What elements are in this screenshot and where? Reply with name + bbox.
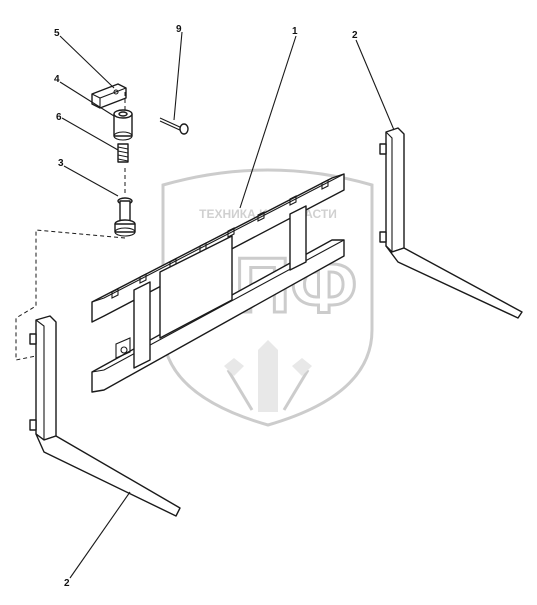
fork-left-hook-lower — [29, 419, 37, 431]
callout-9: 9 — [176, 24, 182, 35]
fork-left-hook-upper — [29, 333, 37, 345]
fork-right-shank — [385, 127, 405, 253]
assembly-dashed-line — [15, 168, 126, 361]
fork-right-blade — [385, 245, 523, 319]
fork-right — [379, 127, 523, 319]
watermark-shield — [161, 168, 374, 427]
fork-left-blade — [35, 433, 181, 517]
fork-left-shank — [35, 315, 57, 441]
callout-4: 4 — [54, 74, 60, 85]
carriage-upper-bar-notches — [111, 179, 329, 299]
carriage-right-upright — [289, 205, 307, 271]
callout-5: 5 — [54, 28, 60, 39]
lock-pin — [114, 197, 136, 237]
callout-1: 1 — [292, 26, 298, 37]
callout-3: 3 — [58, 158, 64, 169]
carriage-left-upright — [133, 281, 151, 369]
watermark-wheat-emblem — [224, 340, 312, 412]
fork-right-hook-upper — [379, 143, 387, 155]
locking-assembly — [15, 83, 189, 361]
leader-lines — [59, 31, 395, 579]
callout-6: 6 — [56, 112, 62, 123]
callout-2-top: 2 — [352, 30, 358, 41]
fork-left — [29, 315, 181, 517]
spring — [117, 143, 129, 163]
callout-labels: 1 2 2 3 4 5 6 9 — [54, 24, 358, 589]
carriage-lower-bar — [91, 239, 345, 393]
bolt-shaft — [159, 117, 183, 129]
fork-right-hook-lower — [379, 231, 387, 243]
carriage-frame — [91, 173, 345, 393]
bolt-head — [179, 123, 189, 135]
carriage-center-plate — [159, 235, 233, 339]
callout-2-bottom: 2 — [64, 578, 70, 589]
